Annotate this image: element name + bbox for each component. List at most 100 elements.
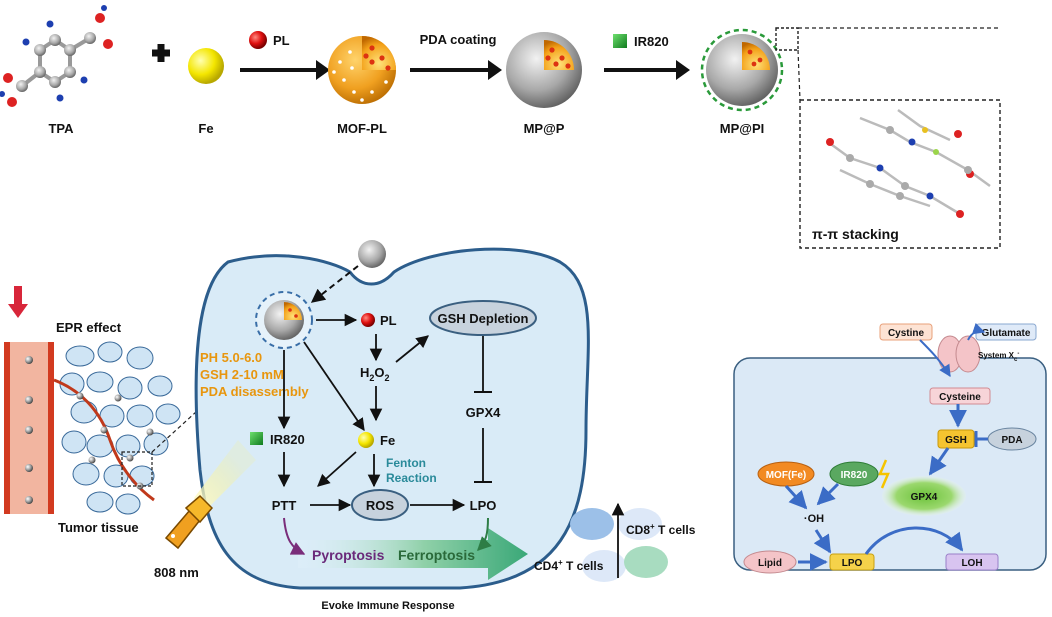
zoom-line-bottom	[797, 49, 801, 101]
pl-ball-icon	[249, 31, 267, 49]
epr-label: EPR effect	[56, 320, 122, 335]
arrow-1-icon	[240, 60, 330, 80]
pathway-gpx4-label: GPX4	[911, 492, 938, 503]
incoming-nanoparticle-icon	[358, 240, 386, 268]
lipid-node	[743, 550, 797, 574]
lipid-label: Lipid	[758, 558, 782, 569]
arrow-h2o2-to-gsh	[395, 335, 429, 363]
pda-label: PDA	[1001, 435, 1022, 446]
lightning-icon	[878, 459, 890, 489]
mp-p-label: MP@P	[524, 121, 565, 136]
blood-vessel	[4, 342, 54, 514]
condition-pda: PDA disassembly	[200, 384, 309, 399]
ir820-top-label: IR820	[634, 34, 669, 49]
zoom-source-box	[775, 27, 799, 51]
pl-label: PL	[273, 33, 290, 48]
flashlight-icon	[164, 494, 214, 550]
system-xc-label: System Xc-	[978, 351, 1019, 363]
mof-pl-label: MOF-PL	[337, 121, 387, 136]
mp-p-particle-icon	[506, 32, 582, 108]
arrow-mof-to-oh	[784, 484, 808, 510]
arrow-cystine-in	[919, 339, 951, 378]
loh-label: LOH	[961, 558, 982, 569]
condition-gsh: GSH 2-10 mM	[200, 367, 284, 382]
condition-ph: PH 5.0-6.0	[200, 350, 262, 365]
oh-label: ·OH	[804, 513, 824, 525]
epr-arrow-icon	[8, 286, 28, 318]
cell-fe-label: Fe	[380, 433, 395, 448]
cd4-label: CD4+ T cells	[534, 558, 604, 573]
death-pathway-arrow	[298, 528, 528, 580]
arrow-to-fe	[303, 341, 365, 432]
laser-beam	[194, 440, 256, 512]
cell-pl-ball-icon	[361, 313, 375, 327]
arrow-ir820-to-oh	[816, 482, 840, 506]
plus-icon	[152, 44, 170, 62]
tpa-label: TPA	[48, 121, 74, 136]
cystine-label: Cystine	[888, 328, 925, 339]
mof-pl-particle-icon	[328, 36, 396, 104]
tumor-zoom-line	[151, 411, 197, 453]
cell-pl-label: PL	[380, 313, 397, 328]
arrow-oh-to-lpo	[813, 529, 832, 554]
cell-fe-ball-icon	[358, 432, 374, 448]
cell-ir820-label: IR820	[270, 432, 305, 447]
pda-coating-label: PDA coating	[420, 32, 497, 47]
glutamate-label: Glutamate	[982, 328, 1031, 339]
cd8-label: CD8+ T cells	[626, 522, 696, 537]
arrow-2-icon	[410, 60, 502, 80]
fe-label: Fe	[198, 121, 213, 136]
gpx4-glow	[882, 476, 966, 516]
pathway-panel	[733, 357, 1047, 571]
mp-pi-particle-icon	[700, 28, 784, 112]
tumor-cells-icon	[59, 341, 181, 515]
endosome-particle-icon	[255, 291, 313, 349]
arrow-glutamate-out	[967, 322, 986, 341]
mof-fe-label: MOF(Fe)	[766, 470, 807, 481]
immune-response-label: Evoke Immune Response	[321, 600, 454, 612]
tumor-tissue-label: Tumor tissue	[58, 520, 139, 535]
cell-body	[194, 247, 590, 590]
gsh-depletion-label: GSH Depletion	[437, 311, 528, 326]
laser-label: 808 nm	[154, 565, 199, 580]
lpo-box	[829, 553, 875, 571]
fenton-line-2: Reaction	[386, 471, 437, 485]
mp-pi-label: MP@PI	[720, 121, 764, 136]
gsh-label: GSH	[945, 435, 967, 446]
h2o2-label: H2O2	[360, 365, 390, 383]
cysteine-label: Cysteine	[939, 392, 981, 403]
immune-cells-icon	[570, 508, 668, 582]
pathway-ir820-label: IR820	[841, 470, 868, 481]
ros-node	[351, 489, 409, 521]
ros-label: ROS	[366, 498, 395, 513]
stacking-label: π-π stacking	[812, 226, 899, 242]
cell-ir820-cube-icon	[250, 432, 263, 445]
arrow-ptt-to-pyroptosis	[283, 517, 306, 555]
gsh-box	[937, 429, 975, 449]
pathway-lpo-label: LPO	[842, 558, 863, 569]
ferroptosis-label: Ferroptosis	[398, 547, 475, 563]
gsh-depletion-node	[429, 300, 537, 336]
cystine-box	[879, 323, 933, 341]
cysteine-box	[929, 387, 991, 405]
arrow-3-icon	[604, 60, 690, 80]
system-xc-transporter-icon	[937, 335, 981, 373]
ir820-node	[829, 461, 879, 487]
arrow-lpo-to-loh	[864, 526, 964, 555]
ir820-cube-icon	[613, 34, 627, 48]
stacking-atoms	[826, 126, 974, 218]
pyroptosis-label: Pyroptosis	[312, 547, 385, 563]
arrow-gsh-to-gpx4	[928, 447, 950, 476]
lpo-label: LPO	[470, 498, 497, 513]
arrow-lpo-to-ferroptosis	[477, 517, 492, 551]
fenton-line-1: Fenton	[386, 456, 426, 470]
gpx4-label: GPX4	[466, 405, 501, 420]
ptt-label: PTT	[272, 498, 297, 513]
fe-sphere-icon	[188, 48, 224, 84]
tpa-molecule-icon	[0, 5, 113, 107]
tumor-zoom-box	[121, 451, 153, 487]
arrow-fe-to-ptt	[317, 451, 357, 487]
loh-box	[945, 553, 999, 571]
